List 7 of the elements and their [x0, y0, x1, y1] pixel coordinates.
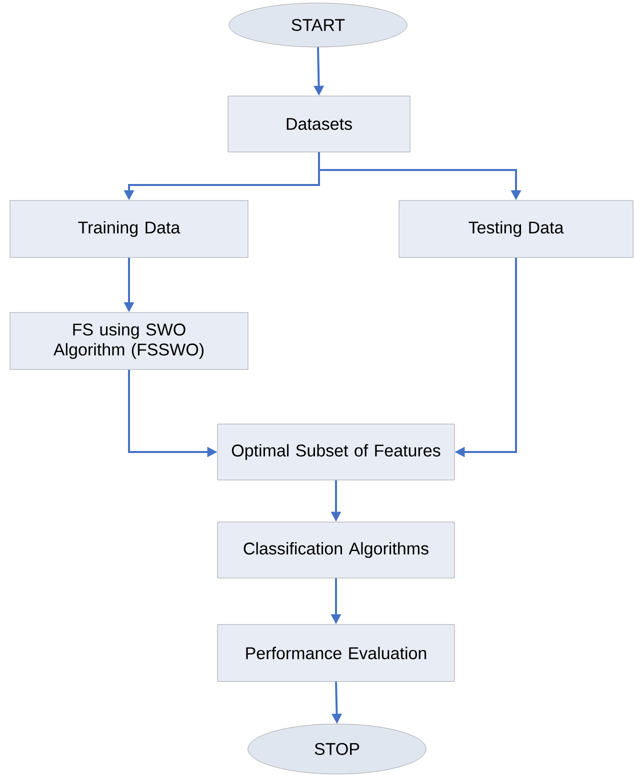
process-box: Performance Evaluation	[217, 624, 455, 682]
process-box: FS using SWO Algorithm (FSSWO)	[10, 312, 248, 370]
process-box: Testing Data	[398, 200, 634, 258]
process-box: Optimal Subset of Features	[217, 424, 455, 480]
process-box: Classification Algorithms	[217, 522, 455, 578]
process-box: Training Data	[10, 200, 248, 258]
process-box: Datasets	[228, 96, 410, 152]
